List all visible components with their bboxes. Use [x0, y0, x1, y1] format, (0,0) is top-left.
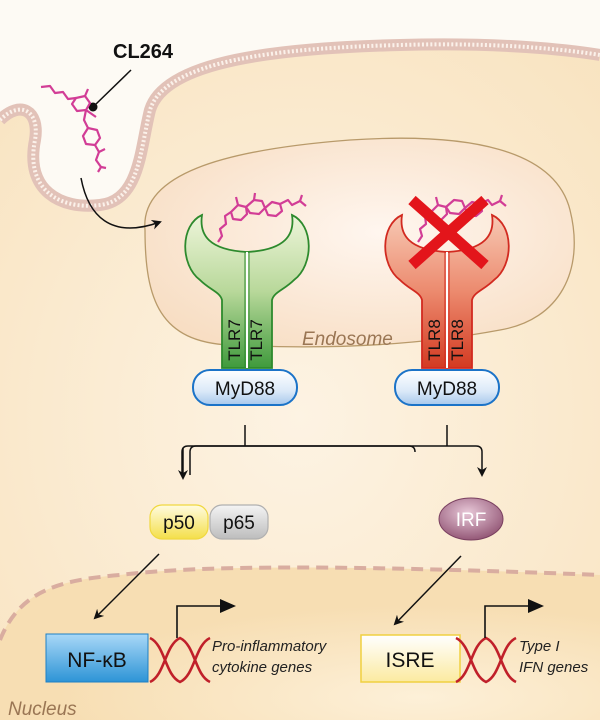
- nuclear-envelope: [0, 565, 600, 641]
- tlr7-label-right: TLR7: [247, 319, 266, 361]
- transcription-arrow-right: [484, 599, 544, 638]
- tlr8-label-left: TLR8: [425, 319, 444, 361]
- nfkb-promoter-box: [45, 633, 149, 683]
- p65-pill: [209, 504, 269, 540]
- arrow-to-nfkb: [93, 553, 160, 620]
- myd88-pill-left: [192, 369, 298, 406]
- transcription-arrow-left: [176, 599, 236, 638]
- nfkb-label: NF-κB: [67, 649, 127, 672]
- myd88-label-left: MyD88: [215, 379, 275, 400]
- nfkb-genes-line2: cytokine genes: [212, 659, 313, 676]
- arrow-to-isre: [393, 555, 462, 626]
- p65-label: p65: [223, 513, 255, 534]
- ligand-molecule-bound: [217, 192, 307, 243]
- nucleus-label: Nucleus: [8, 699, 77, 720]
- ligand-molecule-blocked: [417, 194, 507, 243]
- tlr8-label-right: TLR8: [448, 319, 467, 361]
- block-x-icon: [408, 195, 489, 270]
- isre-genes-line1: Type I: [519, 638, 560, 655]
- ligand-molecule-outside: [40, 84, 107, 173]
- tlr7-label-left: TLR7: [225, 319, 244, 361]
- isre-promoter-box: [360, 634, 461, 683]
- p50-label: p50: [163, 513, 195, 534]
- dna-helix-right: [455, 636, 517, 684]
- myd88-label-right: MyD88: [417, 379, 477, 400]
- membrane-texture: [0, 42, 600, 208]
- tlr7-receptor: [184, 213, 310, 369]
- isre-genes-line2: IFN genes: [519, 659, 589, 676]
- endosome-label: Endosome: [302, 329, 393, 350]
- irf-label: IRF: [456, 510, 487, 531]
- ligand-pointer-line: [94, 69, 132, 106]
- irf-ellipse: [438, 497, 504, 541]
- myd88-pill-right: [394, 369, 500, 406]
- ligand-label: CL264: [113, 41, 174, 63]
- ligand-pointer-dot: [88, 102, 98, 112]
- p50-pill: [149, 504, 209, 540]
- internalization-arrow: [80, 177, 162, 230]
- nfkb-genes-line1: Pro-inflammatory: [212, 638, 328, 655]
- dna-helix-left: [149, 636, 211, 684]
- isre-label: ISRE: [385, 649, 434, 672]
